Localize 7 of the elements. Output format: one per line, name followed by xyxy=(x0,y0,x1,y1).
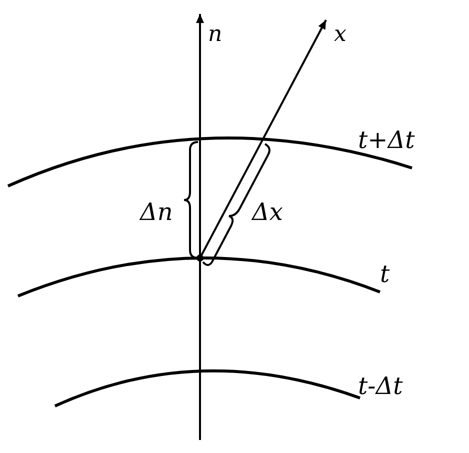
math-label: x xyxy=(334,24,346,46)
math-label: n xyxy=(208,24,222,46)
math-label: Δn xyxy=(140,200,173,224)
math-label: Δx xyxy=(252,200,283,224)
math-label: t xyxy=(380,262,390,286)
math-label: t-Δt xyxy=(358,374,403,398)
math-label: t+Δt xyxy=(358,128,415,152)
